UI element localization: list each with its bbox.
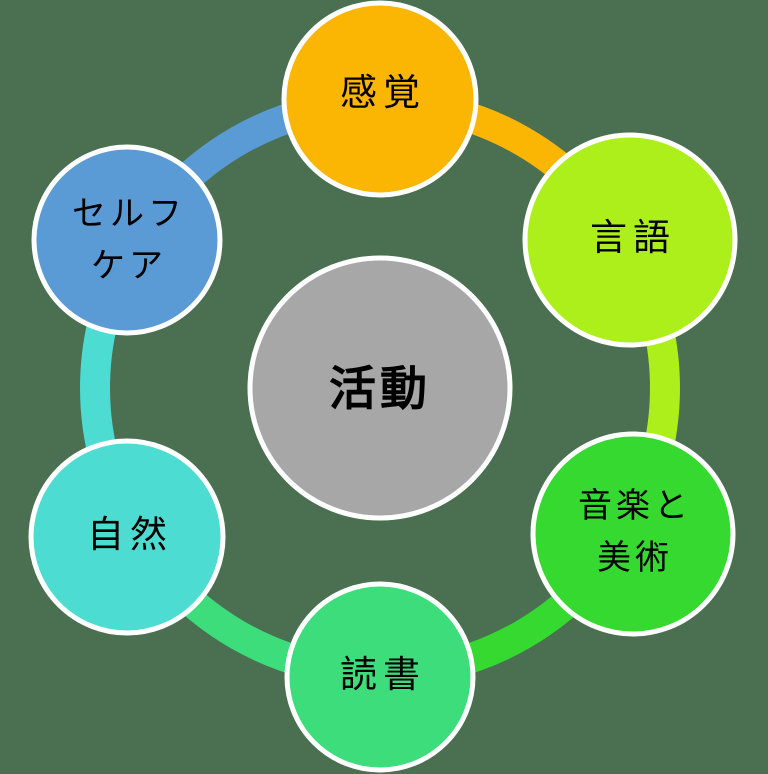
node-self-care: セルフ ケア — [31, 144, 223, 336]
node-reading-circle — [284, 581, 476, 773]
node-activity: 活動 — [247, 255, 513, 521]
node-language-label: 言語 — [590, 217, 676, 258]
node-reading: 読書 — [284, 581, 476, 773]
node-self-care-label-line1: セルフ — [72, 195, 186, 233]
node-self-care-label-line2: ケア — [91, 247, 167, 285]
node-reading-label: 読書 — [340, 654, 426, 695]
node-activity-circle — [247, 255, 513, 521]
node-nature-label: 自然 — [87, 514, 173, 555]
node-nature-circle — [28, 438, 226, 636]
node-music-art: 音楽と 美術 — [530, 431, 736, 637]
node-sensory-label: 感覚 — [340, 72, 426, 113]
node-sensory: 感覚 — [281, 0, 479, 198]
node-language-circle — [522, 132, 738, 348]
node-music-art-label-line2: 美術 — [597, 539, 673, 577]
node-music-art-label-line1: 音楽と — [578, 487, 692, 525]
node-music-art-circle — [530, 431, 736, 637]
node-sensory-circle — [281, 0, 479, 198]
node-self-care-circle — [31, 144, 223, 336]
node-language: 言語 — [522, 132, 738, 348]
node-nature: 自然 — [28, 438, 226, 636]
node-activity-label: 活動 — [329, 362, 431, 415]
